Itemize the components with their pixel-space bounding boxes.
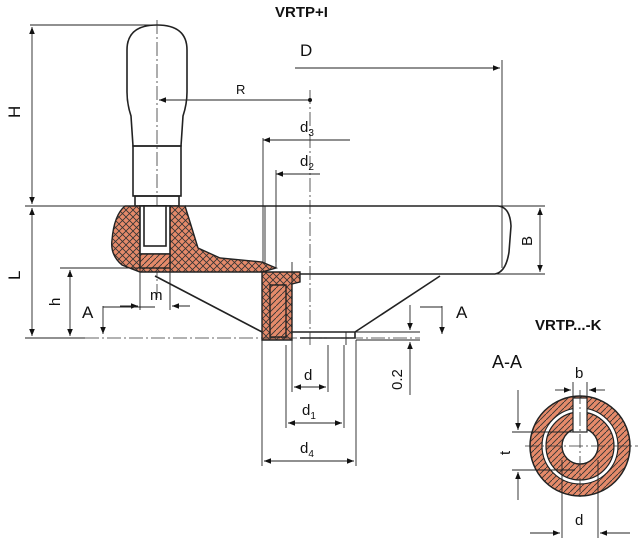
dim-keyway-b-label: b <box>575 365 583 382</box>
dim-d1-label: d1 <box>302 402 316 422</box>
handwheel-body <box>111 205 512 345</box>
dimension-lines <box>25 24 545 466</box>
dim-section-d-label: d <box>575 512 583 529</box>
dim-r-label: R <box>236 82 245 97</box>
dim-h-small-label: h <box>47 298 64 306</box>
drawing-title: VRTP+I <box>275 4 328 21</box>
dim-d2-label: d2 <box>300 153 314 173</box>
section-a-left-label: A <box>82 303 94 322</box>
dim-d3-label: d3 <box>300 119 314 139</box>
dim-l-label: L <box>5 271 24 280</box>
section-variant-title: VRTP...-K <box>535 317 602 334</box>
dim-d-outer-label: D <box>300 41 312 60</box>
dim-d-label: d <box>304 367 312 384</box>
dim-m-label: m <box>150 287 163 304</box>
dim-h-label: H <box>5 106 24 118</box>
dim-b-label: B <box>519 236 536 246</box>
dim-keyway-t-label: t <box>497 450 514 455</box>
section-a-a <box>512 382 638 538</box>
dim-gap-label: 0.2 <box>389 369 406 390</box>
section-a-right-label: A <box>456 303 468 322</box>
section-view-title: A-A <box>492 352 522 372</box>
dim-d4-label: d4 <box>300 440 314 460</box>
